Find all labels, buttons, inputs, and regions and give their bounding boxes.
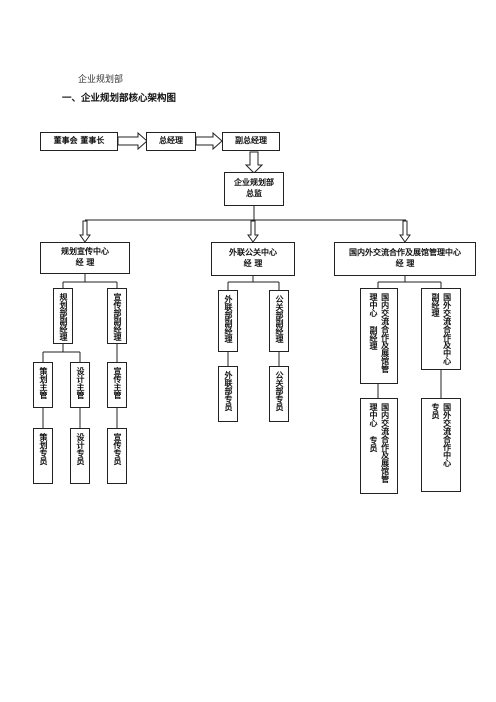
planning-supervisor-box: 策划主管 [33,362,53,408]
liaison-deputy-box: 外联部副经理 [218,290,238,352]
foreign-exchange-staff-col1: 国外交流合作中心 [442,403,452,467]
pr-staff-box: 公关部专员 [269,366,289,422]
liaison-staff-label: 外联部专员 [224,371,233,411]
planning-deputy-label: 规划部副经理 [59,293,68,341]
exchange-center-line2: 经 理 [395,259,415,268]
foreign-exchange-deputy-col2: 副经理 [431,293,440,317]
planning-center-line1: 规划宣传中心 [61,247,109,257]
external-center-line1: 外联公关中心 [229,248,277,258]
board-chairman-box: 董事会 董事长 [40,132,118,151]
planning-staff-label: 策划专员 [39,433,48,465]
domestic-exchange-staff-col2: 理中心 专员 [369,403,378,452]
planning-director-box: 企业规划部 总监 [224,172,284,206]
arrow-vicegm-to-head [244,151,264,174]
design-staff-box: 设计专员 [70,428,90,484]
pr-deputy-box: 公关部副经理 [269,290,289,352]
foreign-exchange-staff-box: 国外交流合作中心 专员 [421,398,461,492]
pr-deputy-label: 公关部副经理 [275,295,284,343]
planning-center-box: 规划宣传中心 经 理 [40,242,130,274]
domestic-exchange-deputy-box: 国内交流合作及展馆管 理中心 副经理 [360,288,398,384]
liaison-staff-box: 外联部专员 [218,366,238,422]
arrow-gm-to-vicegm [195,131,223,151]
foreign-exchange-staff-col2: 专员 [431,403,440,419]
planning-staff-box: 策划专员 [33,428,53,484]
external-center-box: 外联公关中心 经 理 [211,242,295,276]
planning-director-line2: 总监 [246,189,262,198]
liaison-deputy-label: 外联部副经理 [224,295,233,343]
domestic-exchange-deputy-col1: 国内交流合作及展馆管 [380,293,390,373]
pr-staff-label: 公关部专员 [275,371,284,411]
domestic-exchange-staff-box: 国内交流合作及展馆管 理中心 专员 [360,398,398,494]
domestic-exchange-staff-col1: 国内交流合作及展馆管 [380,403,390,483]
page-title: 一、企业规划部核心架构图 [62,93,177,104]
arrow-to-planning [79,220,91,243]
planning-deputy-box: 规划部副经理 [53,288,73,344]
external-center-line2: 经 理 [243,259,263,268]
exchange-center-box: 国内外交流合作及展馆管理中心 经 理 [334,242,476,276]
planning-supervisor-label: 策划主管 [39,367,48,399]
publicity-deputy-box: 宣传部副经理 [107,288,127,344]
domestic-exchange-deputy-col2: 理中心 副经理 [369,293,378,350]
planning-director-line1: 企业规划部 [234,178,274,188]
general-manager-box: 总经理 [146,132,196,151]
vice-general-manager-box: 副总经理 [222,132,280,151]
design-supervisor-label: 设计主管 [76,367,85,399]
arrow-to-external [247,220,259,243]
design-supervisor-box: 设计主管 [70,362,90,408]
publicity-supervisor-box: 宣传主管 [107,362,127,408]
arrow-to-exchange [399,220,411,243]
publicity-deputy-label: 宣传部副经理 [113,293,122,341]
foreign-exchange-deputy-box: 国外交流合作及中心 副经理 [421,288,461,370]
planning-center-line2: 经 理 [75,258,95,267]
publicity-staff-box: 宣传专员 [107,428,127,484]
publicity-supervisor-label: 宣传主管 [113,367,122,399]
publicity-staff-label: 宣传专员 [113,433,122,465]
exchange-center-line1: 国内外交流合作及展馆管理中心 [349,248,461,258]
arrow-board-to-gm [117,131,148,151]
design-staff-label: 设计专员 [76,433,85,465]
page-subtitle: 企业规划部 [78,75,124,85]
foreign-exchange-deputy-col1: 国外交流合作及中心 [442,293,452,365]
